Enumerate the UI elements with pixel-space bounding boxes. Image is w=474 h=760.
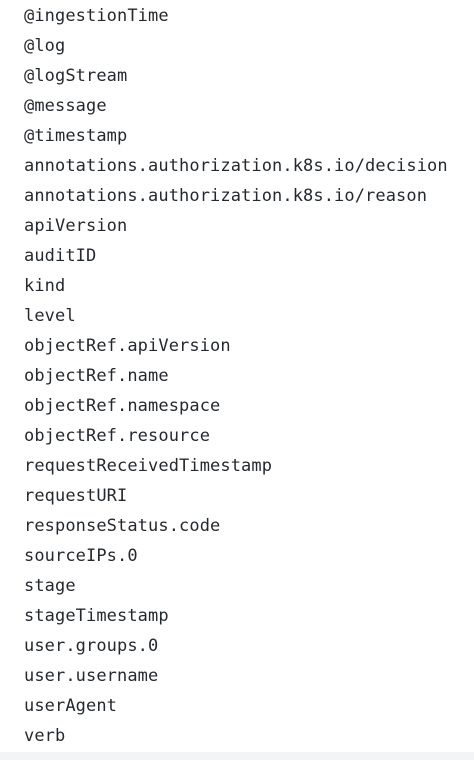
field-item[interactable]: objectRef.apiVersion bbox=[24, 336, 231, 356]
field-item[interactable]: annotations.authorization.k8s.io/reason bbox=[24, 186, 428, 206]
field-item[interactable]: objectRef.name bbox=[24, 366, 169, 386]
field-item[interactable]: requestURI bbox=[24, 486, 128, 506]
field-item[interactable]: level bbox=[24, 306, 76, 326]
field-item[interactable]: auditID bbox=[24, 246, 97, 266]
field-item[interactable]: responseStatus.code bbox=[24, 516, 221, 536]
bottom-divider bbox=[0, 752, 474, 760]
field-item[interactable]: kind bbox=[24, 276, 66, 296]
field-item[interactable]: user.groups.0 bbox=[24, 636, 159, 656]
field-item[interactable]: annotations.authorization.k8s.io/decisio… bbox=[24, 156, 448, 176]
field-item[interactable]: objectRef.resource bbox=[24, 426, 211, 446]
field-item[interactable]: @message bbox=[24, 96, 107, 116]
field-item[interactable]: verb bbox=[24, 726, 66, 746]
field-item[interactable]: @log bbox=[24, 36, 66, 56]
field-item[interactable]: @timestamp bbox=[24, 126, 128, 146]
field-item[interactable]: apiVersion bbox=[24, 216, 128, 236]
field-item[interactable]: requestReceivedTimestamp bbox=[24, 456, 273, 476]
field-item[interactable]: @logStream bbox=[24, 66, 128, 86]
field-item[interactable]: userAgent bbox=[24, 696, 118, 716]
field-item[interactable]: objectRef.namespace bbox=[24, 396, 221, 416]
field-item[interactable]: stageTimestamp bbox=[24, 606, 169, 626]
field-item[interactable]: user.username bbox=[24, 666, 159, 686]
field-item[interactable]: @ingestionTime bbox=[24, 6, 169, 26]
field-item[interactable]: stage bbox=[24, 576, 76, 596]
field-item[interactable]: sourceIPs.0 bbox=[24, 546, 138, 566]
